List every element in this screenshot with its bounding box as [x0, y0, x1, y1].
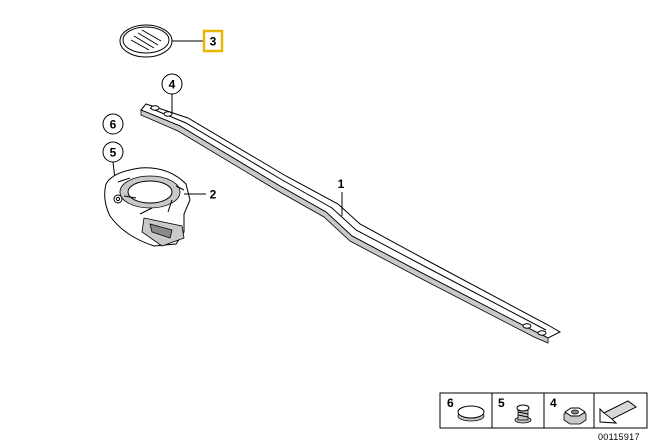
- callout-6-label: 6: [110, 118, 117, 132]
- legend-6-label: 6: [447, 396, 454, 410]
- legend-item-6[interactable]: 6: [447, 396, 485, 422]
- callout-5-label: 5: [110, 146, 117, 160]
- arrow-icon: [599, 400, 637, 424]
- callout-6[interactable]: 6: [102, 113, 124, 135]
- legend-item-4[interactable]: 4: [550, 396, 587, 425]
- catalog-number: 00115917: [598, 432, 640, 442]
- callout-2[interactable]: 2: [184, 188, 217, 202]
- callout-4-label: 4: [169, 78, 176, 92]
- legend-5-label: 5: [498, 396, 505, 410]
- callout-4[interactable]: 4: [161, 73, 183, 114]
- part-2-bracket-drawing[interactable]: [104, 167, 191, 247]
- legend-item-5[interactable]: 5: [498, 396, 532, 424]
- callout-2-label: 2: [210, 188, 217, 202]
- callout-3-label: 3: [210, 35, 217, 49]
- callout-1[interactable]: 1: [338, 177, 345, 216]
- callout-3-highlight[interactable]: 3: [202, 29, 224, 53]
- nut-icon: [563, 407, 587, 425]
- screw-icon: [514, 404, 532, 424]
- callout-1-label: 1: [338, 177, 345, 191]
- part-3-cap-drawing[interactable]: [119, 24, 204, 58]
- part-1-strut-bar-drawing[interactable]: [140, 103, 562, 344]
- legend-table: 6 5 4: [439, 392, 648, 429]
- plug-icon: [457, 405, 485, 422]
- legend-4-label: 4: [550, 396, 557, 410]
- cap-ribs-icon: [130, 29, 162, 51]
